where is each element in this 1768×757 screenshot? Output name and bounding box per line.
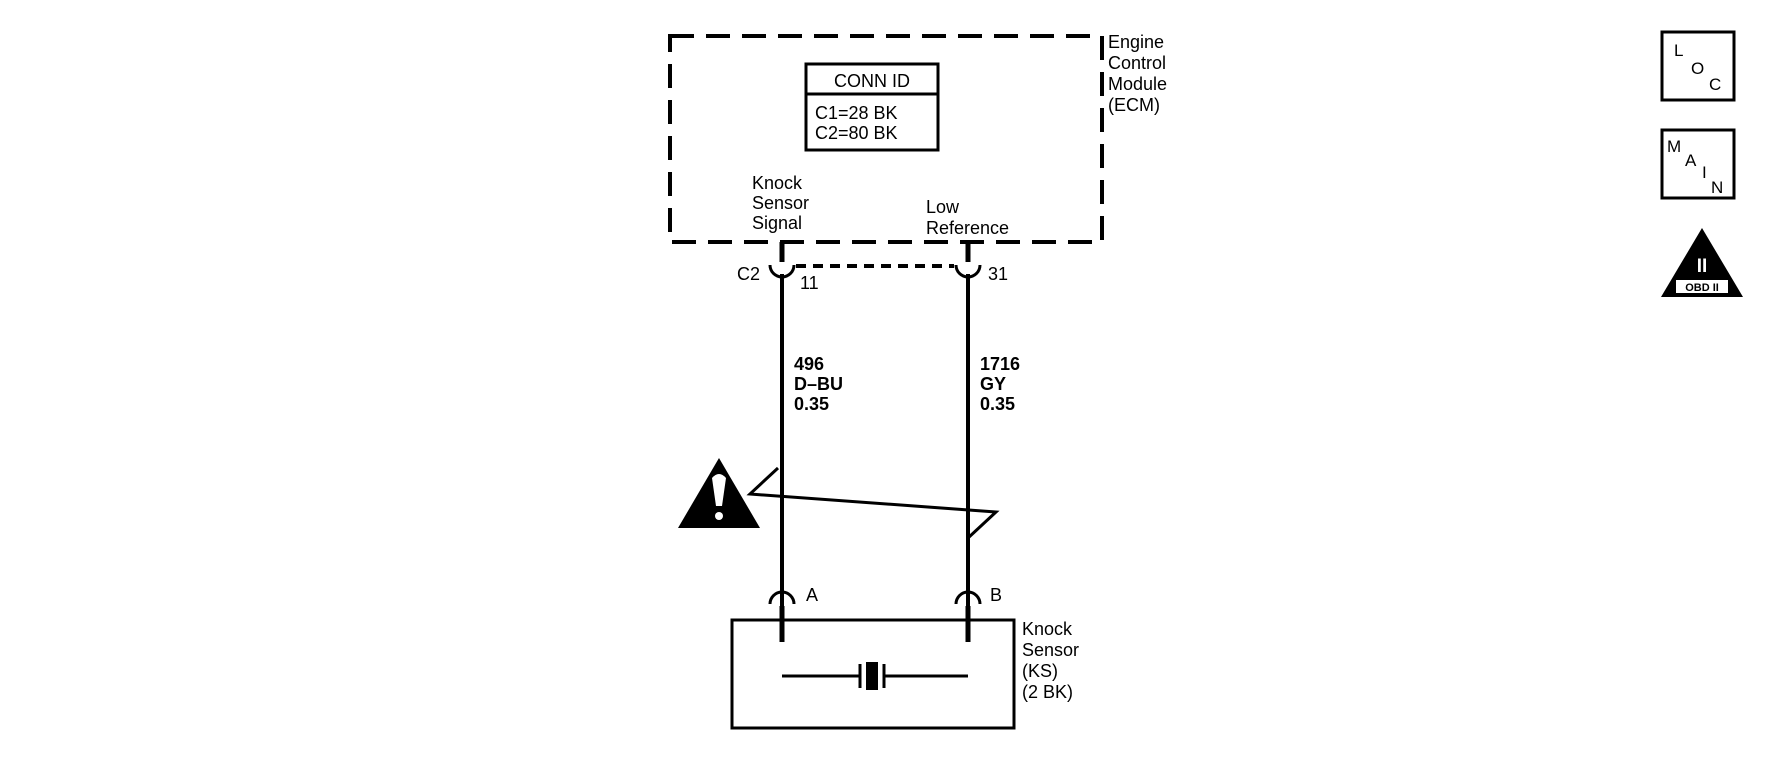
- svg-text:D–BU: D–BU: [794, 374, 843, 394]
- exclamation-triangle-icon: [678, 458, 760, 528]
- pin-letter-b: B: [990, 585, 1002, 605]
- svg-text:C: C: [1709, 75, 1721, 94]
- svg-text:Low: Low: [926, 197, 960, 217]
- svg-text:O: O: [1691, 59, 1704, 78]
- ecm-pin-label-low-ref: Low Reference: [926, 197, 1009, 238]
- pin-number-31: 31: [988, 264, 1008, 284]
- svg-text:Module: Module: [1108, 74, 1167, 94]
- conn-id-row-c1: C1=28 BK: [815, 103, 898, 123]
- svg-text:Control: Control: [1108, 53, 1166, 73]
- svg-text:L: L: [1674, 41, 1683, 60]
- pin-number-11: 11: [800, 273, 819, 293]
- knock-sensor-name: Knock Sensor (KS) (2 BK): [1022, 619, 1079, 702]
- knock-sensor-box: [730, 618, 1016, 730]
- conn-id-row-c2: C2=80 BK: [815, 123, 898, 143]
- svg-text:Sensor: Sensor: [1022, 640, 1079, 660]
- obd-ii-icon[interactable]: II OBD II: [1661, 228, 1743, 297]
- svg-text:Knock: Knock: [752, 173, 803, 193]
- svg-text:0.35: 0.35: [980, 394, 1015, 414]
- ecm-name: Engine Control Module (ECM): [1108, 32, 1167, 115]
- svg-text:N: N: [1711, 178, 1723, 197]
- svg-text:Signal: Signal: [752, 213, 802, 233]
- svg-text:1716: 1716: [980, 354, 1020, 374]
- svg-text:GY: GY: [980, 374, 1006, 394]
- wire-label-low-ref: 1716 GY 0.35: [980, 354, 1020, 414]
- wire-label-signal: 496 D–BU 0.35: [794, 354, 843, 414]
- svg-text:(KS): (KS): [1022, 661, 1058, 681]
- conn-id-table: CONN ID C1=28 BK C2=80 BK: [804, 62, 940, 152]
- svg-text:Engine: Engine: [1108, 32, 1164, 52]
- twisted-pair-indicator: [746, 466, 1000, 540]
- svg-text:Reference: Reference: [926, 218, 1009, 238]
- svg-text:Sensor: Sensor: [752, 193, 809, 213]
- svg-text:(2 BK): (2 BK): [1022, 682, 1073, 702]
- connector-id-label: C2: [737, 264, 760, 284]
- svg-text:M: M: [1667, 137, 1681, 156]
- svg-text:0.35: 0.35: [794, 394, 829, 414]
- svg-text:(ECM): (ECM): [1108, 95, 1160, 115]
- ecm-terminal-31: [954, 242, 982, 279]
- piezo-crystal-icon: [782, 662, 968, 690]
- ecm-pin-label-signal: Knock Sensor Signal: [752, 173, 809, 233]
- ecm-boundary: [668, 34, 1104, 244]
- svg-text:OBD II: OBD II: [1685, 282, 1719, 294]
- ecm-terminal-11: [768, 242, 796, 279]
- svg-text:II: II: [1697, 256, 1708, 277]
- conn-id-title: CONN ID: [834, 71, 910, 91]
- svg-text:A: A: [1685, 151, 1697, 170]
- svg-text:Knock: Knock: [1022, 619, 1073, 639]
- svg-text:496: 496: [794, 354, 824, 374]
- pin-letter-a: A: [806, 585, 818, 605]
- loc-icon[interactable]: L O C: [1660, 30, 1736, 102]
- svg-text:I: I: [1702, 163, 1707, 182]
- main-icon[interactable]: M A I N: [1660, 128, 1736, 200]
